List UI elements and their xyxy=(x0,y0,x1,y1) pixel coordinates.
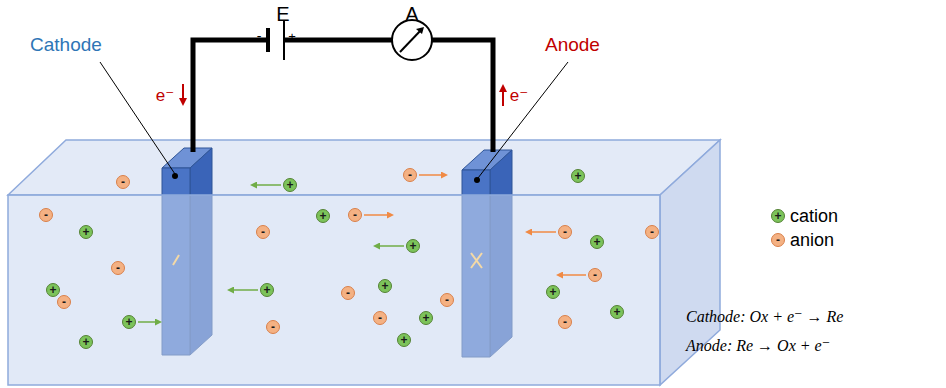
anion-symbol: - xyxy=(645,225,659,239)
cation-symbol: + xyxy=(79,335,93,349)
anion-symbol: - xyxy=(256,225,270,239)
ammeter-needle xyxy=(400,29,422,52)
electron-label: e⁻ xyxy=(156,87,174,104)
cation-symbol: + xyxy=(122,315,136,329)
electron-arrow xyxy=(502,86,504,106)
cation-symbol: + xyxy=(260,283,274,297)
ammeter-needle-head xyxy=(416,27,424,34)
electron-label: e⁻ xyxy=(510,87,528,104)
anion-symbol: - xyxy=(266,320,280,334)
plate-mark xyxy=(471,253,482,268)
leader-dot xyxy=(474,177,480,183)
cation-symbol: + xyxy=(610,305,624,319)
electron-arrow xyxy=(182,84,184,104)
label-a: A xyxy=(405,4,418,24)
cation-arrow xyxy=(375,245,404,247)
anion-symbol: - xyxy=(348,208,362,222)
anion-arrow xyxy=(527,231,556,233)
anion-symbol: - xyxy=(403,168,417,182)
cation-symbol: + xyxy=(79,225,93,239)
battery-positive-plate xyxy=(283,20,285,60)
electrode-label: Cathode xyxy=(30,34,102,56)
leader-dot xyxy=(172,173,178,179)
legend-text: anion xyxy=(790,231,834,249)
anion-arrow xyxy=(419,174,446,176)
anion-symbol: - xyxy=(588,268,602,282)
legend-text: cation xyxy=(790,207,838,225)
cation-symbol: + xyxy=(406,239,420,253)
anion-symbol: - xyxy=(39,208,53,222)
battery-negative-plate xyxy=(266,28,270,52)
cation-symbol: + xyxy=(316,209,330,223)
anion-symbol: - xyxy=(116,175,130,189)
half-reaction: Anode: Re → Ox + e⁻ xyxy=(686,336,830,355)
electrode-label: Anode xyxy=(545,34,600,56)
anion-symbol: - xyxy=(111,261,125,275)
leader-line xyxy=(100,62,175,174)
wire xyxy=(285,38,392,43)
wire xyxy=(432,40,493,152)
half-reaction: Cathode: Ox + e⁻ → Re xyxy=(686,307,843,326)
tank-top xyxy=(8,140,720,195)
anion-symbol: - xyxy=(341,286,355,300)
cation-symbol: + xyxy=(546,285,560,299)
cation-symbol: + xyxy=(419,311,433,325)
anion-arrow xyxy=(558,274,586,276)
label-e: E xyxy=(276,4,289,24)
cation-symbol: + xyxy=(378,279,392,293)
wire xyxy=(193,40,266,152)
anion-symbol: - xyxy=(558,315,572,329)
ammeter-symbol xyxy=(392,20,432,60)
legend-sample-sign: + xyxy=(771,209,785,223)
anion-arrow xyxy=(364,214,392,216)
cation-arrow xyxy=(252,184,281,186)
tank-front xyxy=(8,195,660,385)
cation-symbol: + xyxy=(46,283,60,297)
legend-sample-sign: - xyxy=(771,233,785,247)
anion-symbol: - xyxy=(373,311,387,325)
plate-mark xyxy=(173,255,179,265)
anion-symbol: - xyxy=(440,293,454,307)
cation-arrow xyxy=(138,321,160,323)
polarity-sign: - xyxy=(257,29,262,43)
cation-symbol: + xyxy=(397,333,411,347)
polarity-sign: + xyxy=(288,30,296,43)
anion-symbol: - xyxy=(57,295,71,309)
cation-arrow xyxy=(229,289,258,291)
anion-symbol: - xyxy=(558,225,572,239)
cation-symbol: + xyxy=(283,178,297,192)
leader-line xyxy=(478,62,568,178)
cation-symbol: + xyxy=(571,169,585,183)
cation-symbol: + xyxy=(590,235,604,249)
